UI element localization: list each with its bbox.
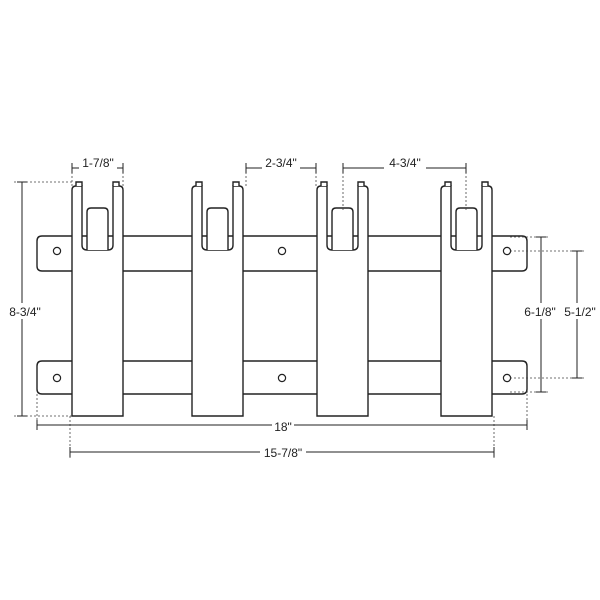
hole-upper-center — [277, 246, 287, 256]
hole-upper-left — [52, 246, 62, 256]
dim-label-hole-spacing-outer: 6-1/8" — [524, 305, 556, 319]
dim-label-holder-span: 15-7/8" — [264, 446, 302, 460]
hole-upper-right — [502, 246, 512, 256]
dim-label-holder-spacing: 4-3/4" — [389, 156, 421, 170]
hole-lower-center — [277, 373, 287, 383]
dimension-labels: 1-7/8" 2-3/4" 4-3/4" 8-3/4" 6-1/8" 5-1/2… — [2, 154, 600, 460]
rod-holder-3 — [316, 181, 369, 417]
dim-label-overall-height: 8-3/4" — [9, 305, 41, 319]
hole-lower-left — [52, 373, 62, 383]
rod-holder-2 — [191, 181, 244, 417]
rod-holder-4 — [440, 181, 493, 417]
dim-label-holder-width: 1-7/8" — [82, 156, 114, 170]
hole-lower-right — [502, 373, 512, 383]
rod-holder-1 — [71, 181, 124, 417]
dim-label-hole-spacing-inner: 5-1/2" — [564, 305, 596, 319]
dim-label-overall-length: 18" — [274, 420, 292, 434]
dim-label-slot-width: 2-3/4" — [265, 156, 297, 170]
